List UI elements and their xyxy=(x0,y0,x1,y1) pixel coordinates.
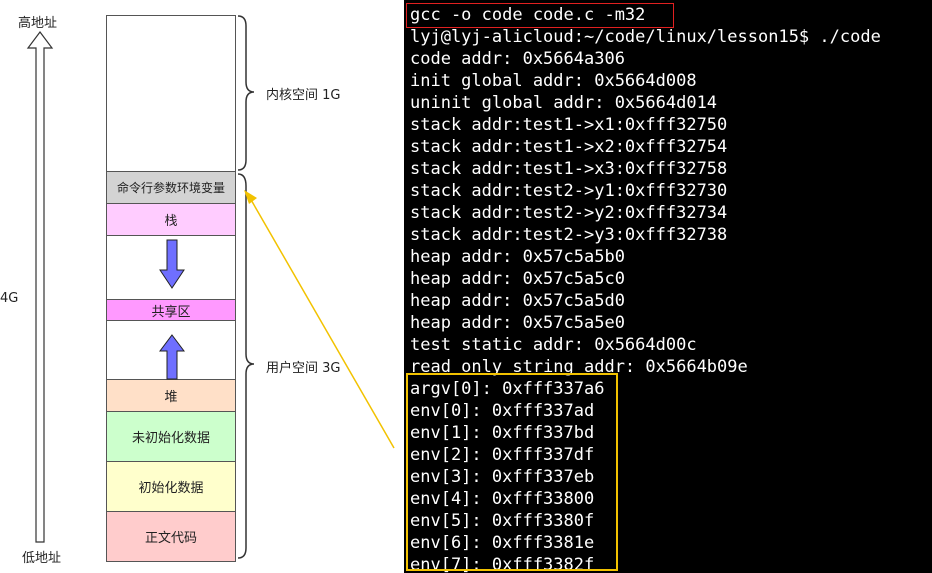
terminal-line: heap addr: 0x57c5a5c0 xyxy=(410,269,625,289)
terminal-line: test static addr: 0x5664d00c xyxy=(410,335,697,355)
shared-segment: 共享区 xyxy=(106,299,236,321)
env-args-segment: 命令行参数环境变量 xyxy=(106,171,236,204)
stack-down-arrow xyxy=(159,239,185,289)
terminal-line: stack addr:test1->x2:0xfff32754 xyxy=(410,137,728,157)
high-address-label: 高地址 xyxy=(18,16,58,31)
size-label: 4G xyxy=(0,291,19,306)
terminal-line: env[7]: 0xfff3382f xyxy=(410,555,595,573)
terminal-line: uninit global addr: 0x5664d014 xyxy=(410,93,718,113)
terminal-line: heap addr: 0x57c5a5d0 xyxy=(410,291,625,311)
heap-segment: 堆 xyxy=(106,379,236,412)
terminal-line: env[2]: 0xfff337df xyxy=(410,445,595,465)
heap-up-arrow xyxy=(159,334,185,380)
terminal-line: gcc -o code code.c -m32 xyxy=(410,5,646,25)
terminal-line: stack addr:test1->x3:0xfff32758 xyxy=(410,159,728,179)
terminal-line: code addr: 0x5664a306 xyxy=(410,49,625,69)
terminal-line: env[5]: 0xfff3380f xyxy=(410,511,595,531)
terminal-line: stack addr:test2->y2:0xfff32734 xyxy=(410,203,728,223)
terminal-line: init global addr: 0x5664d008 xyxy=(410,71,697,91)
init-data-segment: 初始化数据 xyxy=(106,461,236,512)
terminal-line: env[1]: 0xfff337bd xyxy=(410,423,595,443)
text-segment: 正文代码 xyxy=(106,511,236,562)
terminal-line: env[0]: 0xfff337ad xyxy=(410,401,595,421)
terminal-line: stack addr:test1->x1:0xfff32750 xyxy=(410,115,728,135)
address-space-braces xyxy=(237,15,255,559)
terminal-line: env[4]: 0xfff33800 xyxy=(410,489,595,509)
command-highlight-box xyxy=(406,3,674,28)
terminal-line: stack addr:test2->y1:0xfff32730 xyxy=(410,181,728,201)
kernel-space-block xyxy=(106,15,236,172)
terminal-line: env[6]: 0xfff3381e xyxy=(410,533,595,553)
user-space-label: 用户空间 3G xyxy=(266,361,341,376)
terminal-line: argv[0]: 0xfff337a6 xyxy=(410,379,605,399)
terminal-line: read only string addr: 0x5664b09e xyxy=(410,357,748,377)
terminal-line: stack addr:test2->y3:0xfff32738 xyxy=(410,225,728,245)
uninit-data-segment: 未初始化数据 xyxy=(106,411,236,462)
terminal-line: env[3]: 0xfff337eb xyxy=(410,467,595,487)
terminal-line: lyj@lyj-alicloud:~/code/linux/lesson15$ … xyxy=(410,27,881,47)
low-address-label: 低地址 xyxy=(22,551,62,566)
kernel-space-label: 内核空间 1G xyxy=(266,88,341,103)
stack-segment: 栈 xyxy=(106,203,236,236)
address-direction-arrow xyxy=(26,31,54,543)
env-highlight-box xyxy=(406,373,618,571)
terminal-line: heap addr: 0x57c5a5e0 xyxy=(410,313,625,333)
terminal-line: heap addr: 0x57c5a5b0 xyxy=(410,247,625,267)
